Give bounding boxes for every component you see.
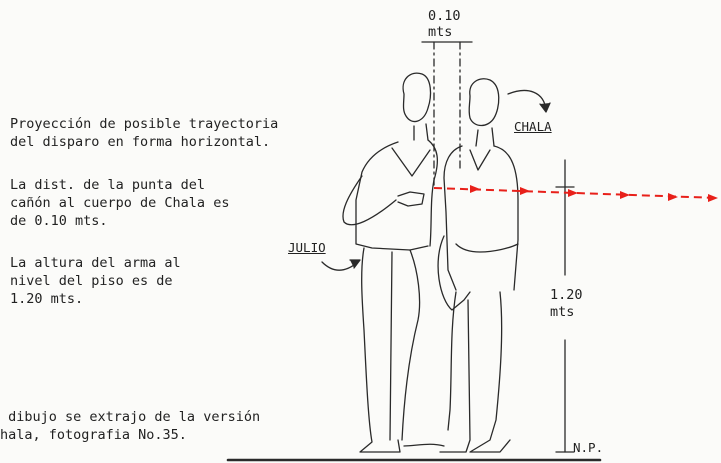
chala-figure [437, 78, 519, 453]
trajectory-arrowhead-2 [520, 187, 530, 195]
height-note: La altura del arma al nivel del piso es … [10, 255, 181, 307]
julio-label: JULIO [288, 240, 326, 255]
floor-level-label: N.P. [573, 440, 604, 455]
trajectory-arrowhead-5 [668, 193, 678, 201]
chala-pointer-arrow [507, 89, 547, 111]
gap-measure-label: 0.10 mts [428, 8, 461, 40]
height-measure-label: 1.20 mts [550, 287, 583, 320]
trajectory-arrowhead-1 [470, 185, 480, 193]
distance-note: La dist. de la punta del cañón al cuerpo… [10, 177, 230, 229]
trajectory-arrowhead-3 [568, 189, 578, 197]
julio-figure [342, 72, 445, 453]
chala-label: CHALA [514, 119, 552, 134]
source-note: dibujo se extrajo de la versión hala, fo… [0, 409, 261, 443]
shot-trajectory [433, 185, 719, 202]
projection-note: Proyección de posible trayectoria del di… [10, 116, 279, 150]
trajectory-arrowhead-6 [708, 194, 718, 202]
trajectory-arrowhead-4 [620, 191, 630, 199]
